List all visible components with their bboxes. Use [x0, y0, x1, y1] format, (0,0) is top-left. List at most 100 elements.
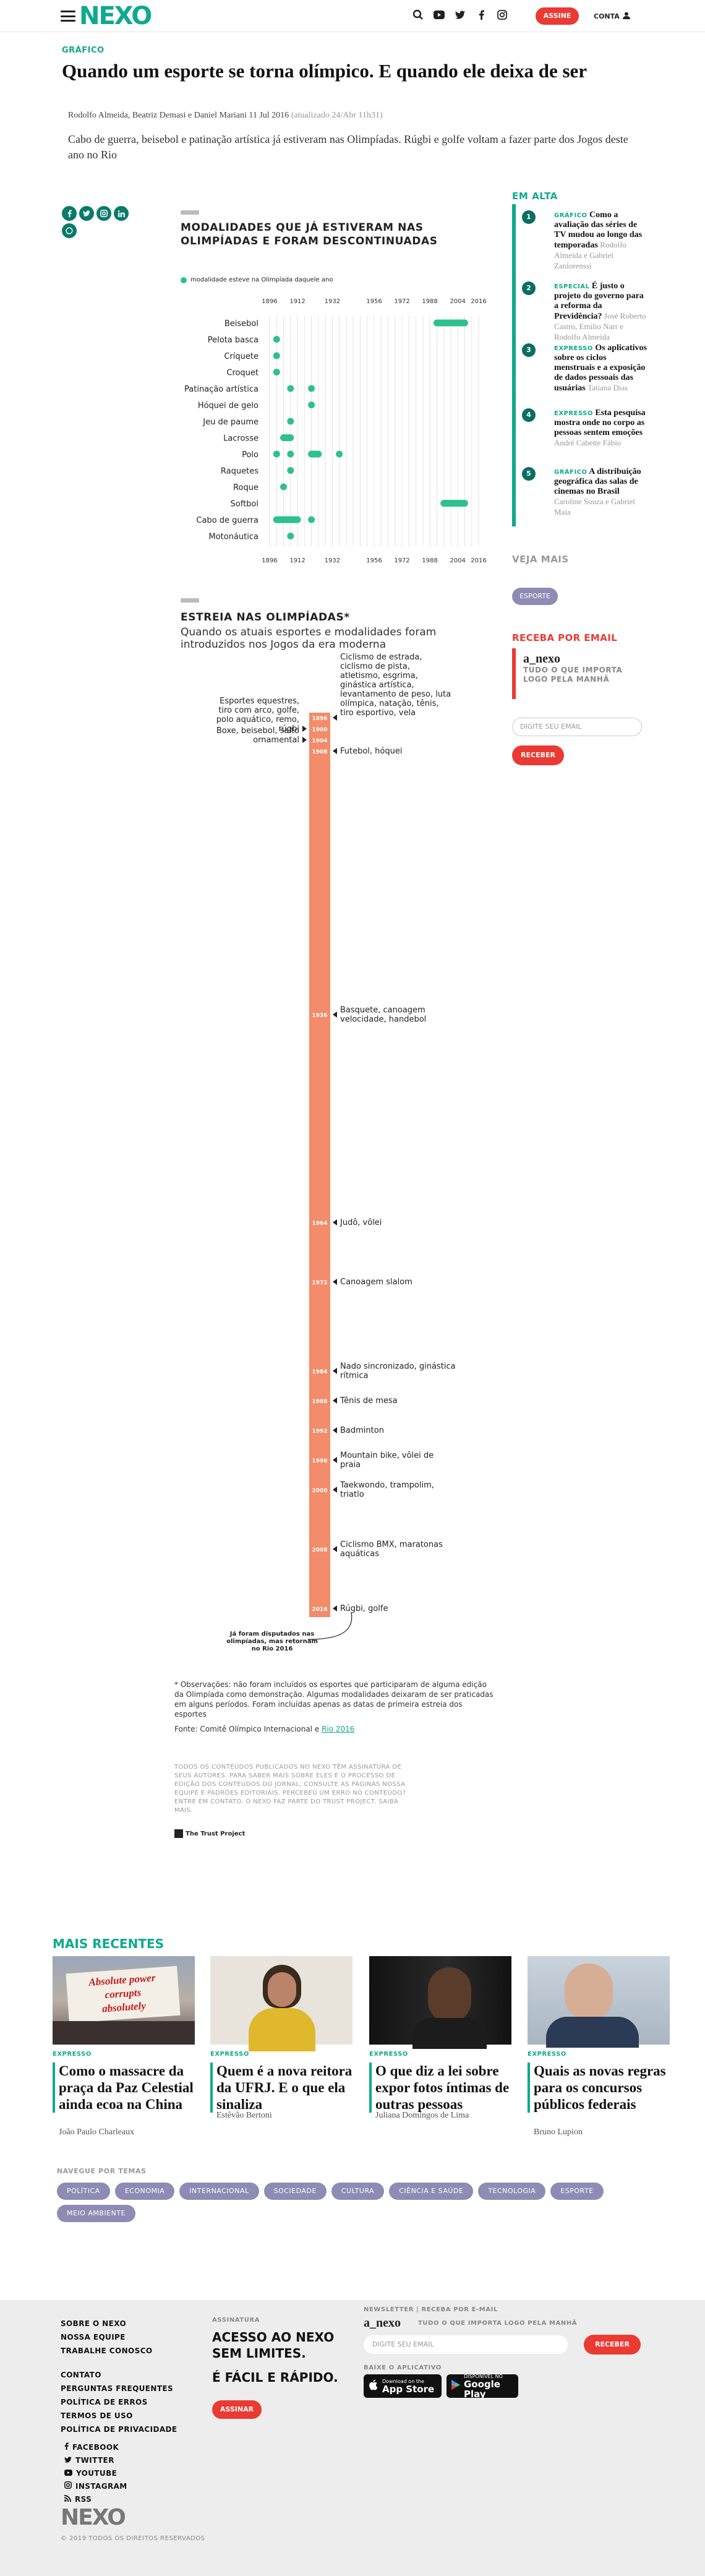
category-label: Roque [233, 483, 258, 492]
rss-icon [64, 2493, 71, 2506]
social-label: RSS [75, 2495, 92, 2504]
event-label: rúgbi [278, 724, 299, 734]
youtube-icon[interactable] [432, 7, 446, 22]
footer-nexo-logo[interactable]: NEXO [61, 2505, 126, 2530]
footer-assinar-button[interactable]: ASSINAR [212, 2400, 262, 2419]
x-tick-top: 1912 [289, 298, 305, 305]
footer-link[interactable]: PERGUNTAS FREQUENTES [61, 2384, 174, 2393]
section1-title-line1: MODALIDADES QUE JÁ ESTIVERAM NAS [181, 221, 424, 234]
tema-tag[interactable]: SOCIEDADE [263, 2183, 327, 2200]
recent-image-portrait[interactable] [210, 1956, 352, 2051]
footer-link[interactable]: POLÍTICA DE PRIVACIDADE [61, 2425, 177, 2434]
category-label: Beisebol [224, 319, 258, 328]
search-icon[interactable] [411, 7, 425, 22]
footer-link[interactable]: NOSSA EQUIPE [61, 2333, 126, 2342]
year-label: 1964 [312, 1221, 327, 1227]
recent-card[interactable]: EXPRESSO O que diz a lei sobre expor fot… [369, 1956, 511, 2120]
recent-image-minister[interactable] [528, 1956, 670, 2048]
em-alta-title: EM ALTA [512, 191, 558, 202]
footer-link[interactable]: TRABALHE CONOSCO [61, 2346, 153, 2355]
recent-card[interactable]: Absolute power corrupts absolutely EXPRE… [53, 1956, 195, 2137]
x-tick-top: 1988 [422, 298, 437, 305]
sidebar-receber-button[interactable]: RECEBER [512, 745, 564, 765]
footer-link[interactable]: SOBRE O NEXO [61, 2319, 127, 2328]
tema-tag[interactable]: TECNOLOGIA [478, 2183, 546, 2200]
social-rss[interactable]: RSS [64, 2493, 127, 2506]
year-label: 1996 [312, 1458, 327, 1464]
year-label: 2000 [312, 1488, 327, 1494]
event-label: Basquete, canoagem [340, 1006, 425, 1015]
facebook-icon[interactable] [474, 7, 489, 22]
event-label: praia [340, 1461, 361, 1470]
rank-badge: 1 [522, 210, 536, 224]
footer-email-input[interactable]: DIGITE SEU EMAIL [364, 2335, 568, 2354]
twitter-icon[interactable] [453, 7, 468, 22]
share-whatsapp-icon[interactable] [62, 223, 77, 238]
source-link[interactable]: Rio 2016 [322, 1725, 355, 1733]
top-bar: NEXO ASSINE CONTA [0, 0, 705, 32]
category-label: Motonáutica [209, 533, 259, 542]
pointer-arrow [333, 1279, 337, 1285]
social-youtube[interactable]: YOUTUBE [64, 2467, 127, 2480]
timeline-bar [309, 713, 330, 1617]
assine-button[interactable]: ASSINE [536, 7, 579, 25]
article-eyebrow[interactable]: GRÁFICO [62, 46, 105, 55]
x-tick-top: 2004 [450, 298, 465, 305]
account-link[interactable]: CONTA [594, 12, 630, 21]
instagram-icon[interactable] [495, 7, 510, 22]
share-facebook-icon[interactable] [62, 206, 77, 221]
recent-headline[interactable]: Quais as novas regras para os concursos … [528, 2063, 670, 2113]
recent-card[interactable]: EXPRESSO Quais as novas regras para os c… [528, 1956, 670, 2137]
tema-tag[interactable]: POLÍTICA [57, 2183, 110, 2200]
data-pill [308, 450, 322, 458]
legend-dot-icon [181, 277, 187, 283]
tema-tag[interactable]: ECONOMIA [114, 2183, 175, 2200]
social-facebook[interactable]: FACEBOOK [64, 2441, 127, 2454]
menu-icon[interactable] [61, 11, 75, 22]
facebook-icon [64, 2441, 69, 2454]
data-dot [336, 450, 343, 458]
footer-link[interactable]: CONTATO [61, 2371, 101, 2379]
category-label: Polo [242, 450, 258, 460]
recent-card[interactable]: EXPRESSO Quem é a nova reitora da UFRJ. … [210, 1956, 352, 2120]
item-kicker: EXPRESSO [554, 345, 593, 352]
category-label: Cabo de guerra [196, 516, 258, 525]
event-label: ginástica artística, [340, 680, 414, 690]
tema-tag[interactable]: INTERNACIONAL [179, 2183, 259, 2200]
social-twitter[interactable]: TWITTER [64, 2454, 127, 2467]
recent-headline[interactable]: Como o massacre da praça da Paz Celestia… [53, 2063, 195, 2113]
tema-tag[interactable]: CIÊNCIA E SAÚDE [389, 2183, 474, 2200]
recent-image-athlete[interactable] [369, 1956, 511, 2049]
gplay-label: Google Play [464, 2378, 500, 2400]
event-label: Tênis de mesa [340, 1396, 398, 1406]
share-linkedin-icon[interactable] [114, 206, 129, 221]
nexo-logo[interactable]: NEXO [79, 2, 152, 30]
x-tick-top: 1932 [325, 298, 340, 305]
footer-link[interactable]: TERMOS DE USO [61, 2411, 133, 2420]
footer-receber-button[interactable]: RECEBER [584, 2335, 641, 2355]
recent-headline[interactable]: Quem é a nova reitora da UFRJ. E o que e… [210, 2063, 352, 2113]
year-label: 1896 [312, 716, 327, 722]
tema-tag[interactable]: CULTURA [331, 2183, 385, 2200]
pointer-arrow [333, 1219, 337, 1226]
tema-tag[interactable]: ESPORTE [550, 2183, 604, 2200]
sidebar-email-input[interactable]: DIGITE SEU EMAIL [512, 718, 642, 736]
footer-link[interactable]: POLÍTICA DE ERROS [61, 2398, 148, 2406]
tema-tag[interactable]: MEIO AMBIENTE [57, 2205, 135, 2222]
social-instagram[interactable]: INSTAGRAM [64, 2480, 127, 2493]
rank-badge: 5 [522, 467, 536, 481]
share-twitter-icon[interactable] [79, 206, 94, 221]
trust-project[interactable]: The Trust Project [174, 1829, 245, 1838]
tag-esporte[interactable]: ESPORTE [512, 588, 558, 605]
share-instagram-icon[interactable] [96, 206, 111, 221]
recent-image-protest[interactable]: Absolute power corrupts absolutely [53, 1956, 195, 2045]
recent-headline[interactable]: O que diz a lei sobre expor fotos íntima… [369, 2063, 511, 2113]
instagram-icon [64, 2480, 72, 2493]
acesso-headline: ACESSO AO NEXO SEM LIMITES. [212, 2330, 335, 2361]
event-label: aquáticas [340, 1550, 379, 1559]
year-label: 1900 [312, 727, 327, 733]
footer-social: FACEBOOK TWITTER YOUTUBE INSTAGRAM RSS [64, 2441, 127, 2506]
